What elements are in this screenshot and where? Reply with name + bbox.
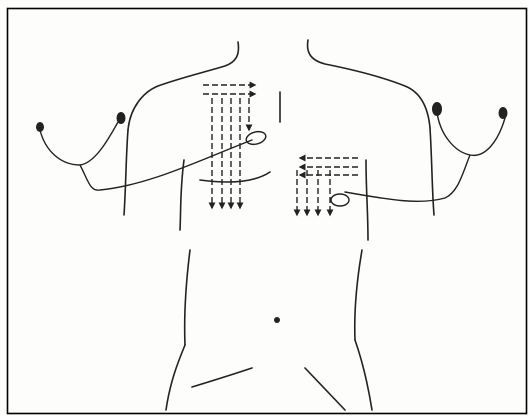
electrode-pad-icon <box>499 107 508 119</box>
navel-dot <box>274 317 280 323</box>
electrode-pad-icon <box>36 122 44 132</box>
electrode-pad-icon <box>432 102 442 116</box>
electrode-pad-icon <box>117 112 126 124</box>
